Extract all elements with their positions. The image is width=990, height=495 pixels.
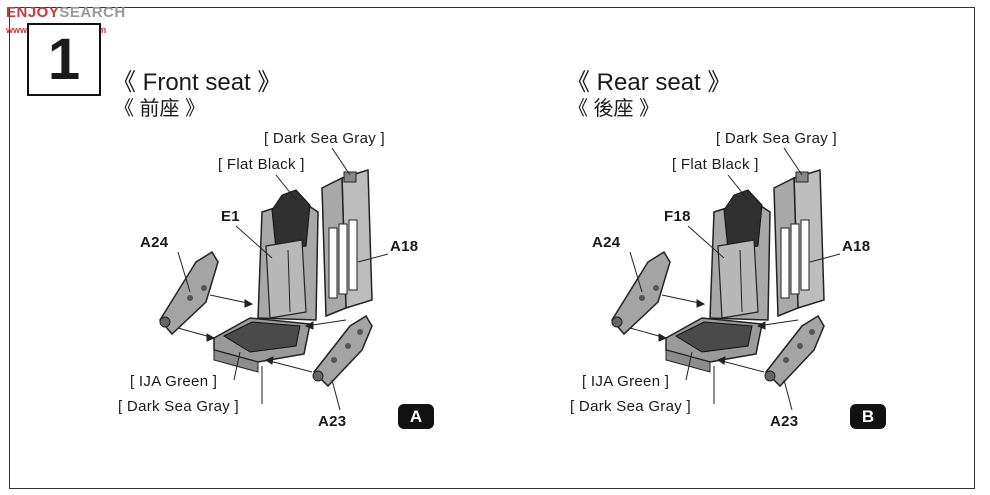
label-right-part: A18 (390, 238, 419, 255)
watermark-logo: ENJOYSEARCH (6, 4, 126, 21)
label-right-part: A18 (842, 238, 871, 255)
variant-badge-a: A (398, 404, 434, 429)
label-bottom-part: A23 (318, 413, 347, 430)
variant-badge-b: B (850, 404, 886, 429)
label-seat-part: F18 (664, 208, 691, 225)
step-number: 1 (47, 27, 81, 92)
rear-seat-subtitle: 《 後座 》 (568, 98, 660, 120)
label-flat-black: [ Flat Black ] (218, 156, 305, 173)
rear-seat-title: 《 Rear seat 》 (566, 69, 732, 96)
label-bottom-part: A23 (770, 413, 799, 430)
label-dark-sea-gray-bottom: [ Dark Sea Gray ] (118, 398, 239, 415)
label-flat-black: [ Flat Black ] (672, 156, 759, 173)
front-seat-title: 《 Front seat 》 (112, 69, 282, 96)
label-ija-green: [ IJA Green ] (130, 373, 218, 390)
step-number-box: 1 (27, 23, 101, 96)
label-left-part: A24 (140, 234, 169, 251)
label-dark-sea-gray-bottom: [ Dark Sea Gray ] (570, 398, 691, 415)
label-dark-sea-gray-top: [ Dark Sea Gray ] (264, 130, 385, 147)
label-left-part: A24 (592, 234, 621, 251)
instruction-frame (9, 7, 975, 489)
label-ija-green: [ IJA Green ] (582, 373, 670, 390)
front-seat-subtitle: 《 前座 》 (114, 98, 206, 120)
label-seat-part: E1 (221, 208, 240, 225)
label-dark-sea-gray-top: [ Dark Sea Gray ] (716, 130, 837, 147)
